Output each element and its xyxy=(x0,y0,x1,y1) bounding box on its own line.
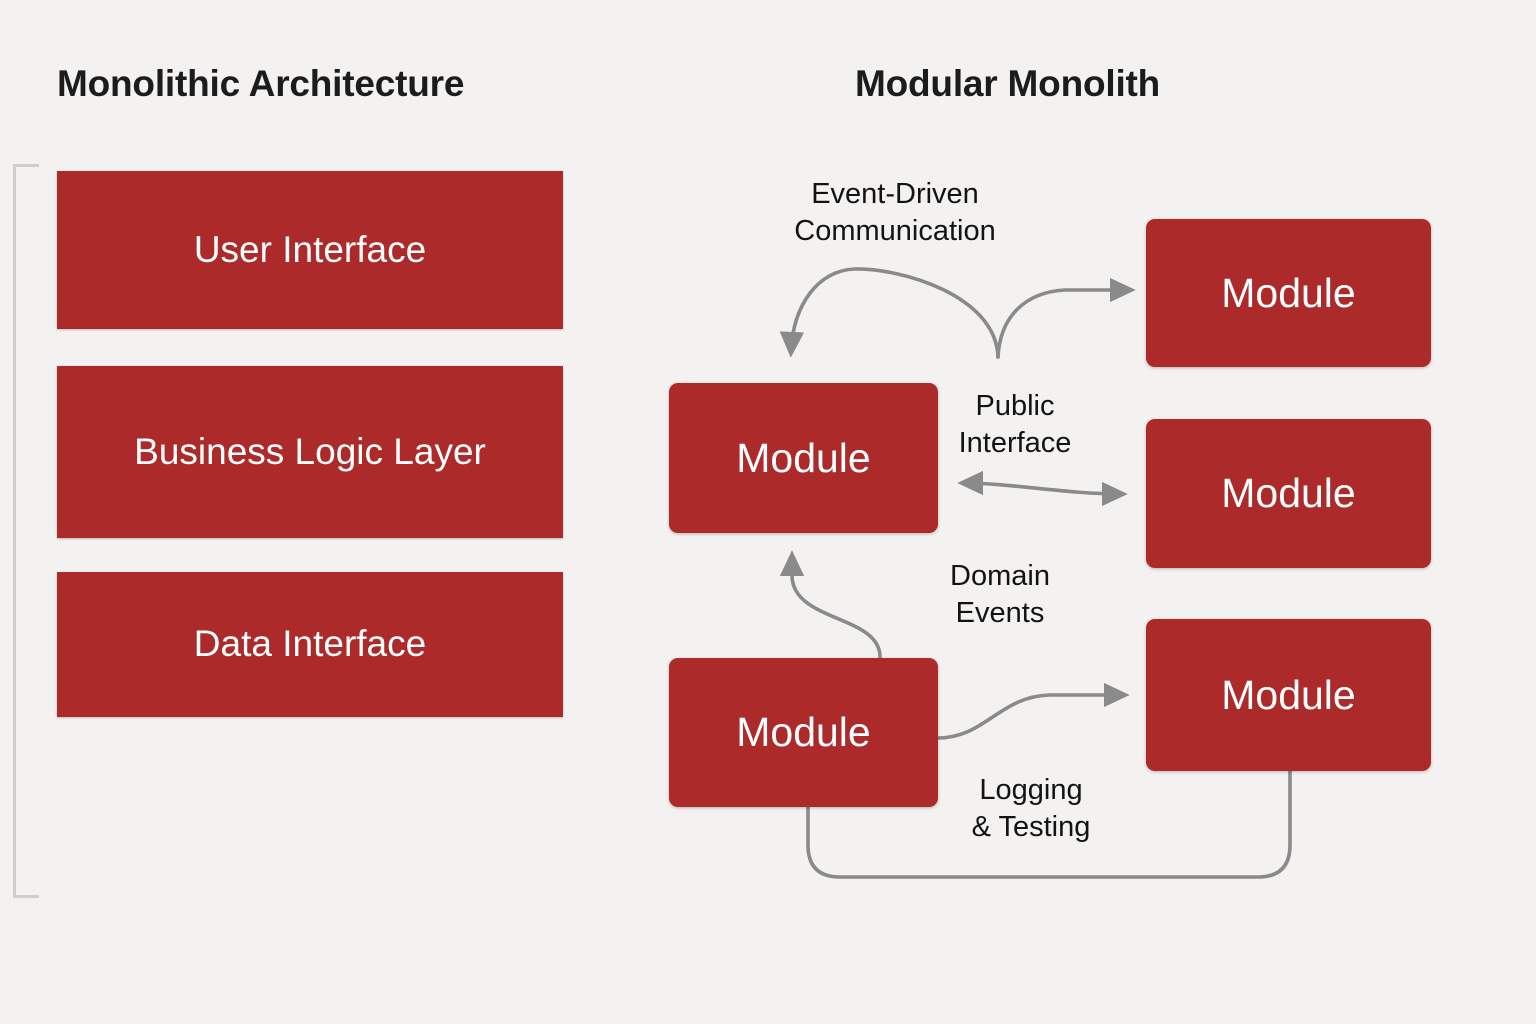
right-panel-title: Modular Monolith xyxy=(855,63,1161,104)
module-box-bottom-right: Module xyxy=(1146,619,1431,771)
arrow-event-driven-right xyxy=(996,277,1136,359)
module-box-bottom-left: Module xyxy=(669,658,938,807)
connector-label-logging-and-testing: Logging & Testing xyxy=(971,774,1091,844)
module-label: Module xyxy=(736,709,871,755)
connector-label-domain-events: Domain Events xyxy=(950,560,1050,630)
layer-label: User Interface xyxy=(193,228,427,270)
module-label: Module xyxy=(1221,671,1356,718)
layer-box-data-interface: Data Interface xyxy=(57,572,563,717)
module-box-middle-left: Module xyxy=(669,383,938,533)
module-box-top-right: Module xyxy=(1146,219,1431,367)
layer-box-user-interface: User Interface xyxy=(57,171,563,329)
left-panel-title: Monolithic Architecture xyxy=(57,63,465,104)
module-label: Module xyxy=(1221,269,1356,316)
connector-label-event-driven-communication: Event-Driven Communication xyxy=(794,178,996,248)
connector-label-public-interface: Public Interface xyxy=(958,390,1072,460)
monolith-bracket xyxy=(13,164,39,898)
arrow-logging-testing-loop xyxy=(806,768,1292,879)
arrow-public-interface xyxy=(957,470,1128,507)
layer-label: Data Interface xyxy=(193,623,427,665)
arrow-domain-events xyxy=(779,550,882,659)
module-label: Module xyxy=(1221,470,1356,516)
layer-box-business-logic-layer: Business Logic Layer xyxy=(57,366,563,538)
layer-label: Business Logic Layer xyxy=(134,430,486,472)
module-box-middle-right: Module xyxy=(1146,419,1431,568)
arrow-logging-to-module xyxy=(936,682,1130,740)
arrow-event-driven-left xyxy=(779,267,1000,359)
module-label: Module xyxy=(736,434,871,481)
